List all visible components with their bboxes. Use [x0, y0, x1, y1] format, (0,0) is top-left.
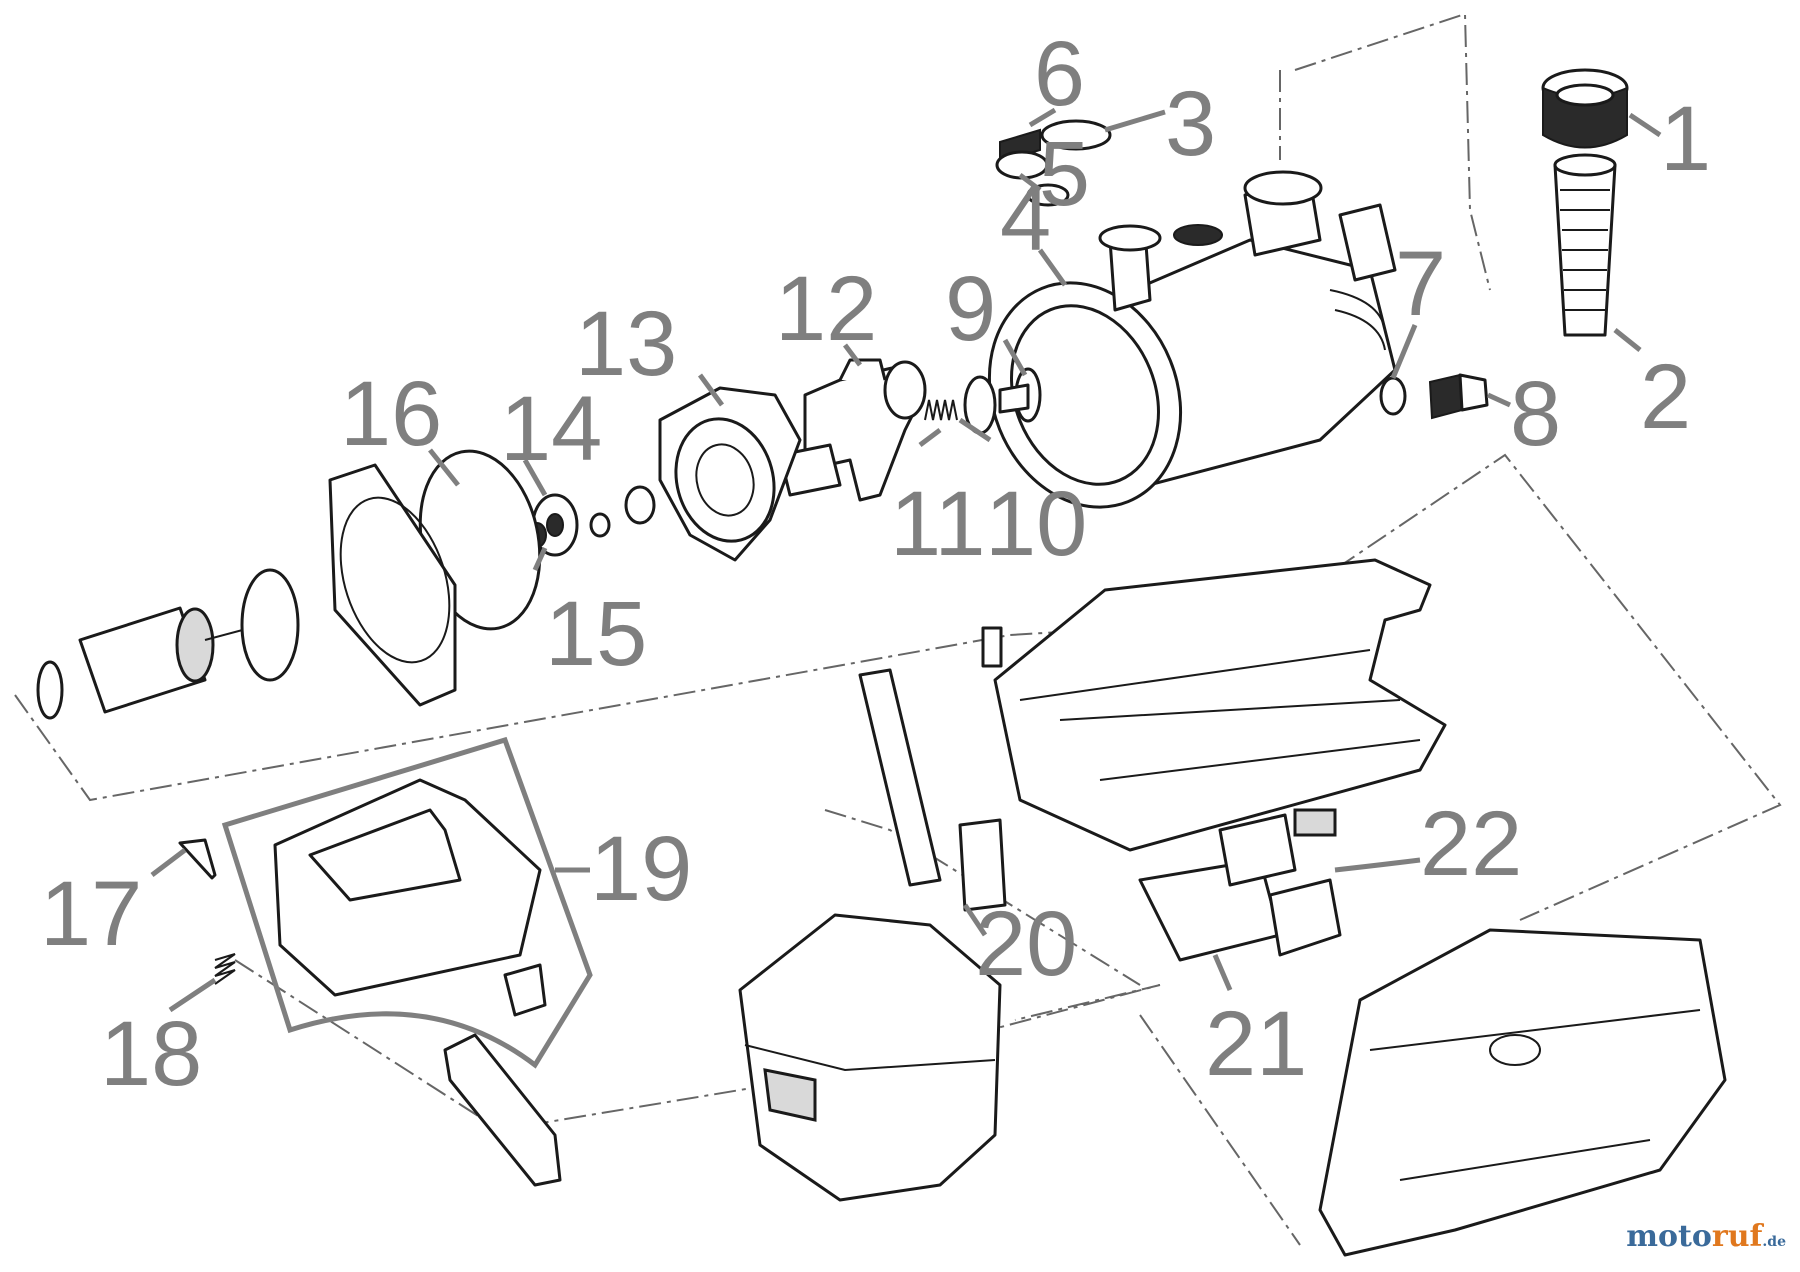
part-cap: [1541, 68, 1629, 149]
part-spring: [924, 399, 958, 421]
part-strainer: [1553, 153, 1617, 337]
part-diffuser: [658, 386, 802, 562]
callout-19: 19: [590, 818, 692, 920]
part-controller-board: [858, 626, 1007, 912]
part-o-ring-small: [1379, 376, 1407, 416]
callout-4: 4: [1000, 168, 1051, 270]
callout-22: 22: [1420, 793, 1522, 895]
callout-11: 11: [890, 473, 986, 575]
callout-17: 17: [40, 863, 142, 965]
part-latch: [443, 1033, 562, 1187]
callout-3: 3: [1165, 73, 1216, 175]
callout-numbers: 1 2 3 4 5 6 7 8 9 10 11 12 13 14 15 16 1…: [40, 23, 1711, 1105]
callout-12: 12: [775, 258, 877, 360]
part-o-ring-large: [1040, 119, 1112, 151]
watermark-logo: motoruf.de: [1626, 1219, 1786, 1254]
part-pin: [178, 838, 217, 880]
callout-6: 6: [1034, 23, 1085, 125]
callout-2: 2: [1640, 346, 1691, 448]
part-motor-flange: [328, 463, 457, 707]
part-base: [1318, 928, 1727, 1257]
part-pump-housing: [987, 170, 1397, 509]
callout-7: 7: [1395, 233, 1446, 335]
callout-1: 1: [1660, 88, 1711, 190]
callout-18: 18: [100, 1003, 202, 1105]
part-switch: [1218, 808, 1342, 957]
part-small-spring: [214, 953, 236, 985]
callout-20: 20: [975, 893, 1077, 995]
callout-8: 8: [1510, 363, 1561, 465]
callout-16: 16: [340, 363, 442, 465]
part-side-plug: [1428, 373, 1489, 420]
part-housing-upper: [993, 558, 1447, 852]
callout-14: 14: [500, 378, 602, 480]
callout-10: 10: [985, 473, 1087, 575]
callout-5: 5: [1039, 123, 1090, 225]
callout-13: 13: [575, 293, 677, 395]
leader-lines: [150, 107, 1662, 1013]
part-motor-cover: [273, 778, 547, 1017]
callout-15: 15: [545, 583, 647, 685]
part-19-outline: [221, 736, 593, 1069]
part-shaft-seal: [998, 367, 1042, 423]
callout-21: 21: [1205, 993, 1307, 1095]
part-motor: [36, 568, 300, 720]
part-tank: [738, 913, 1002, 1202]
part-drain-plug: [995, 128, 1049, 180]
callout-9: 9: [945, 258, 996, 360]
